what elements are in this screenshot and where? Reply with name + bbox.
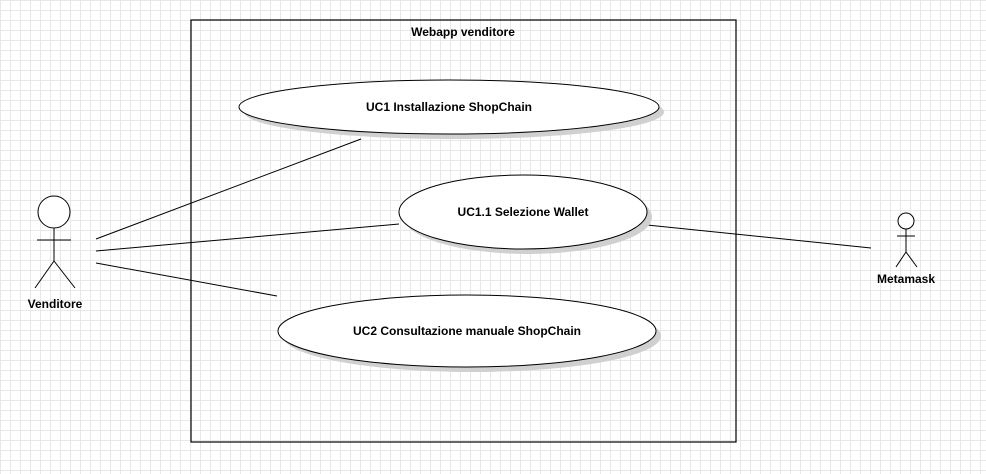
system-boundary-box[interactable] xyxy=(190,19,737,443)
use-case-uc1[interactable]: UC1 Installazione ShopChain xyxy=(238,79,664,139)
actor-metamask-label: Metamask xyxy=(877,272,935,286)
actor-venditore[interactable] xyxy=(34,195,76,289)
system-boundary: Webapp venditore xyxy=(190,19,737,443)
use-case-uc1-label: UC1 Installazione ShopChain xyxy=(366,100,532,114)
use-case-uc1-ellipse[interactable] xyxy=(238,79,660,135)
actor-metamask[interactable] xyxy=(895,212,918,268)
use-case-uc2-ellipse[interactable] xyxy=(277,294,657,368)
use-case-uc1-1-label: UC1.1 Selezione Wallet xyxy=(458,205,589,219)
association-metamask-uc1-1[interactable] xyxy=(646,224,872,249)
use-case-uc1-1-ellipse[interactable] xyxy=(398,174,648,250)
actor-venditore-right-leg xyxy=(53,260,76,289)
actor-metamask-right-leg xyxy=(905,251,918,268)
system-boundary-title: Webapp venditore xyxy=(411,25,515,39)
actor-venditore-left-leg xyxy=(34,260,55,289)
actor-metamask-head xyxy=(897,212,915,230)
association-venditore-uc1[interactable] xyxy=(95,138,362,240)
actor-metamask-left-leg xyxy=(895,251,907,268)
use-case-uc1-1[interactable]: UC1.1 Selezione Wallet xyxy=(398,174,652,254)
association-venditore-uc1-1[interactable] xyxy=(95,223,400,252)
associations xyxy=(95,138,872,297)
actor-venditore-label: Venditore xyxy=(28,297,83,311)
association-venditore-uc2[interactable] xyxy=(95,262,278,297)
actor-venditore-head xyxy=(37,195,71,229)
use-case-uc2-label: UC2 Consultazione manuale ShopChain xyxy=(353,324,581,338)
use-case-uc2[interactable]: UC2 Consultazione manuale ShopChain xyxy=(277,294,661,372)
